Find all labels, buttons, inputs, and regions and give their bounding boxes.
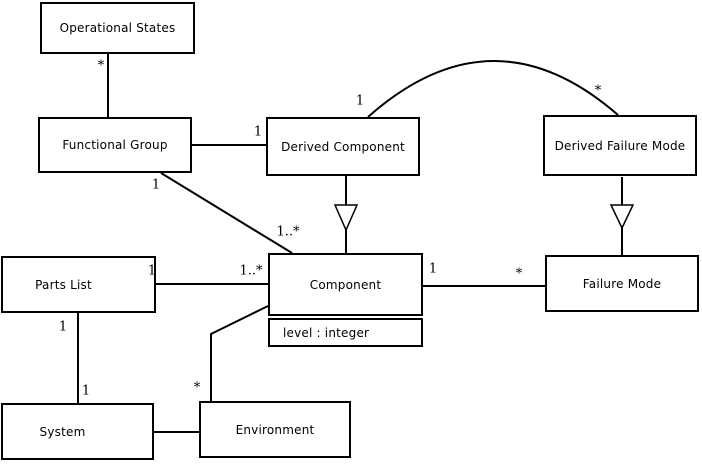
multiplicity-dc-dfm-one: 1 <box>355 93 365 109</box>
class-box-functional-group[interactable]: Functional Group <box>38 117 192 173</box>
class-box-system[interactable]: System <box>1 403 154 460</box>
multiplicity-os-fg-star: * <box>97 58 105 74</box>
class-box-parts-list[interactable]: Parts List <box>1 256 156 313</box>
class-name-failure-mode: Failure Mode <box>582 276 662 291</box>
attribute-level-integer: level : integer <box>283 325 370 340</box>
class-box-derived-component[interactable]: Derived Component <box>266 117 420 176</box>
edge-functional-group-component <box>160 172 293 254</box>
multiplicity-component-fm-one: 1 <box>428 261 438 277</box>
class-name-system: System <box>39 424 86 439</box>
class-name-derived-failure-mode: Derived Failure Mode <box>554 138 686 153</box>
class-name-environment: Environment <box>235 422 315 437</box>
edge-environment-component <box>210 305 269 401</box>
edge-derived-component-derived-failure-mode-arc <box>367 60 619 118</box>
multiplicity-pl-system-one-bottom: 1 <box>81 383 91 399</box>
multiplicity-dc-dfm-star: * <box>594 83 602 99</box>
class-name-operational-states: Operational States <box>59 21 176 35</box>
class-name-functional-group: Functional Group <box>62 138 168 152</box>
multiplicity-pl-system-one-top: 1 <box>58 319 68 335</box>
generalization-arrow-to-failure-mode-icon <box>609 204 635 230</box>
class-name-component: Component <box>309 277 382 292</box>
multiplicity-pl-component-one: 1 <box>147 263 157 279</box>
multiplicity-environment-component-star: * <box>193 380 201 396</box>
multiplicity-component-fm-star: * <box>515 266 523 282</box>
class-name-parts-list: Parts List <box>35 277 92 292</box>
class-attributes-component[interactable]: level : integer <box>268 318 423 347</box>
multiplicity-fg-component-one: 1 <box>151 177 161 193</box>
class-box-environment[interactable]: Environment <box>199 401 351 458</box>
class-box-component[interactable]: Component <box>268 253 423 316</box>
generalization-arrow-to-component-icon <box>333 204 359 232</box>
class-box-derived-failure-mode[interactable]: Derived Failure Mode <box>543 115 697 176</box>
multiplicity-fg-dc-one: 1 <box>253 124 263 140</box>
class-box-operational-states[interactable]: Operational States <box>40 2 195 54</box>
multiplicity-fg-component-many: 1..* <box>276 224 300 240</box>
multiplicity-pl-component-many: 1..* <box>239 263 263 279</box>
class-name-derived-component: Derived Component <box>281 139 405 154</box>
class-box-failure-mode[interactable]: Failure Mode <box>545 255 699 312</box>
